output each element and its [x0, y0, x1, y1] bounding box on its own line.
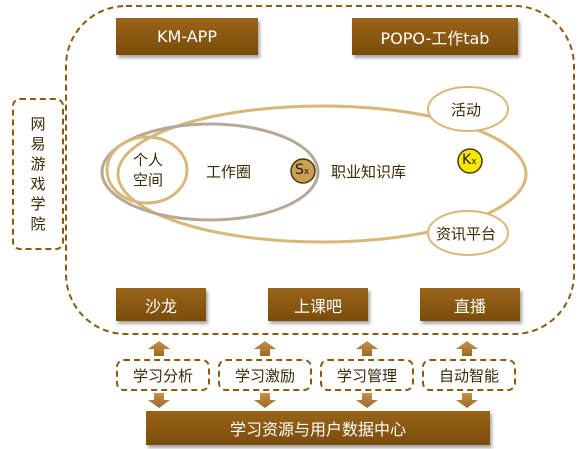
- class-box: 上课吧: [268, 288, 368, 321]
- salon-label: 沙龙: [144, 296, 177, 316]
- kx-letter: K: [462, 152, 472, 168]
- arrows-down: [148, 393, 478, 408]
- personal-space-ellipse: [105, 135, 189, 205]
- activity-label: 活动: [451, 101, 482, 119]
- personal-space-label: 个人 空间: [132, 151, 163, 189]
- class-label: 上课吧: [293, 296, 342, 316]
- data-center-label: 学习资源与用户数据中心: [229, 420, 406, 439]
- function-learning-incentive: 学习激励: [218, 359, 312, 391]
- data-center-bar: 学习资源与用户数据中心: [146, 411, 490, 445]
- news-platform-ellipse: [427, 210, 509, 256]
- knowledge-base-ellipse: [116, 104, 528, 244]
- arrows-up: [148, 341, 478, 356]
- popo-work-tab-box: POPO-工作tab: [352, 18, 518, 55]
- academy-name: 网易游戏学院: [30, 115, 46, 233]
- activity-ellipse: [427, 86, 509, 132]
- sx-letter: S: [295, 162, 304, 178]
- knowledge-base-label: 职业知识库: [331, 163, 407, 181]
- kx-badge: [457, 148, 483, 174]
- arrow-down-4: [456, 393, 478, 408]
- arrow-up-2: [254, 341, 276, 356]
- popo-work-tab-label: POPO-工作tab: [380, 28, 490, 48]
- platform-container: [65, 5, 575, 335]
- arrow-up-1: [148, 341, 170, 356]
- live-label: 直播: [453, 296, 486, 316]
- function-auto-intelligence: 自动智能: [422, 359, 516, 391]
- function-label-3: 学习管理: [336, 366, 397, 385]
- live-box: 直播: [420, 288, 520, 321]
- work-circle-label: 工作圈: [206, 163, 252, 181]
- function-label-4: 自动智能: [438, 366, 499, 385]
- function-learning-analysis: 学习分析: [116, 359, 210, 391]
- kx-badge-text: Kx: [462, 152, 477, 168]
- arrow-down-3: [356, 393, 378, 408]
- work-circle-ellipse: [100, 122, 320, 222]
- sx-subscript: x: [303, 167, 310, 177]
- sx-badge-text: Sx: [295, 162, 309, 178]
- arrow-down-2: [254, 393, 276, 408]
- arrow-up-3: [356, 341, 378, 356]
- arrow-down-1: [148, 393, 170, 408]
- salon-box: 沙龙: [116, 288, 206, 321]
- function-label-1: 学习分析: [132, 366, 193, 385]
- km-app-box: KM-APP: [116, 18, 258, 55]
- academy-side-label: 网易游戏学院: [12, 98, 64, 250]
- sx-badge: [290, 158, 316, 184]
- arrow-up-4: [456, 341, 478, 356]
- news-platform-label: 资讯平台: [436, 225, 497, 243]
- km-app-label: KM-APP: [157, 27, 217, 46]
- function-learning-management: 学习管理: [320, 359, 414, 391]
- kx-subscript: x: [471, 157, 477, 167]
- function-label-2: 学习激励: [234, 366, 295, 385]
